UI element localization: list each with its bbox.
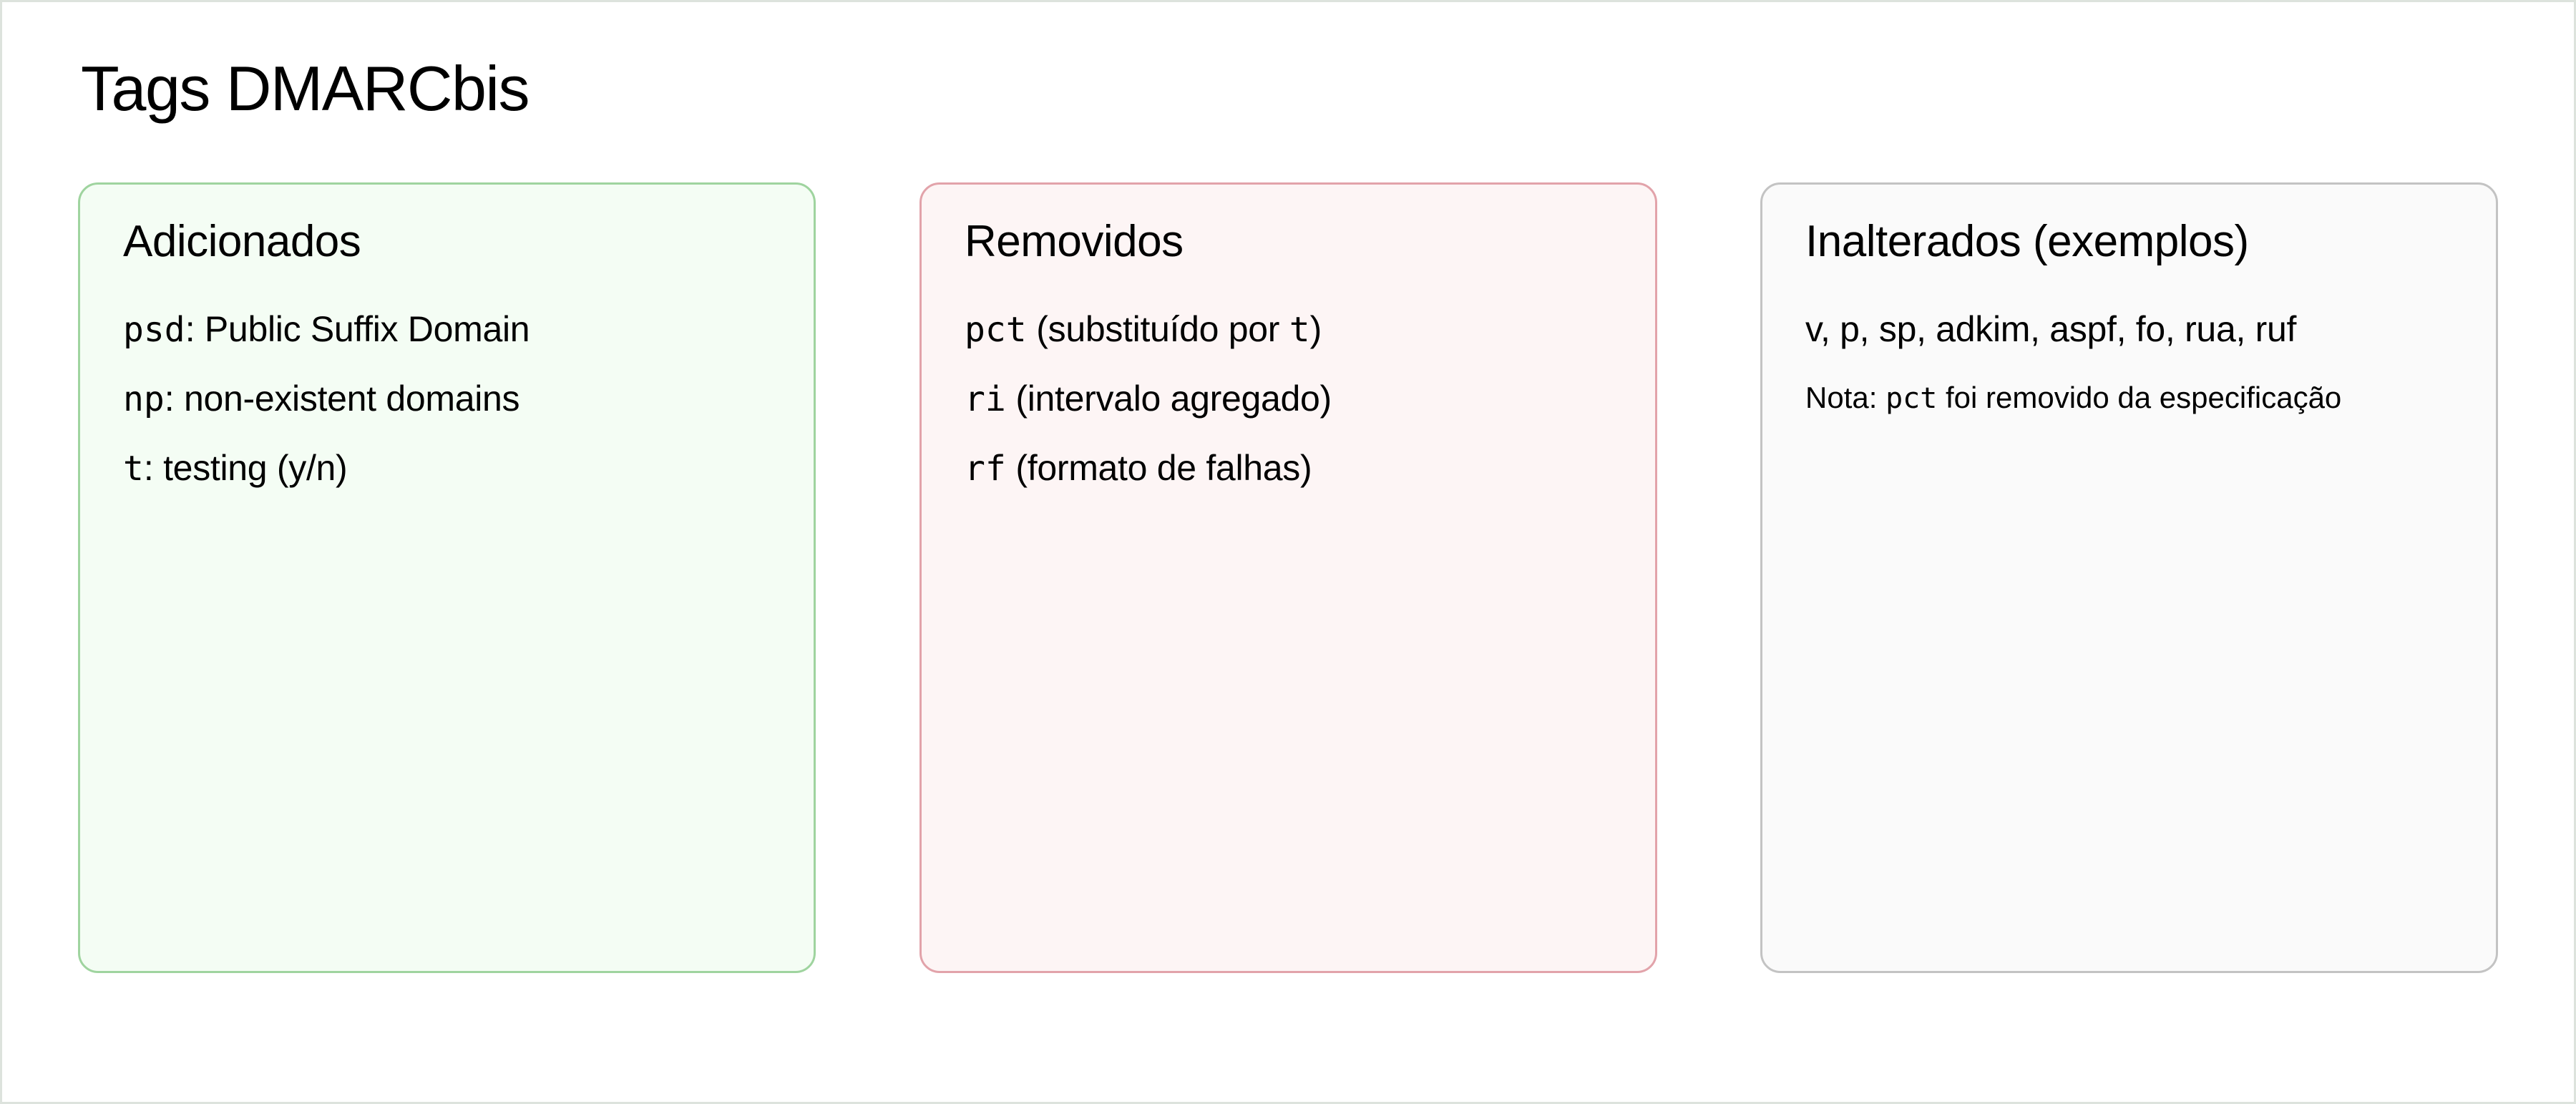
tag-description: (intervalo agregado): [1005, 378, 1332, 419]
removed-tag-item: ri (intervalo agregado): [965, 364, 1655, 434]
tag-description: (formato de falhas): [1005, 448, 1312, 488]
unchanged-tag-list: v, p, sp, adkim, aspf, fo, rua, ruf: [1805, 309, 2297, 349]
note-code: pct: [1885, 382, 1938, 415]
note-prefix: Nota:: [1805, 381, 1886, 414]
tag-description: : non-existent domains: [164, 378, 520, 419]
tag-code: t: [123, 449, 144, 489]
tag-code: psd: [123, 310, 185, 350]
tag-code: rf: [965, 449, 1006, 489]
tag-description: : Public Suffix Domain: [185, 309, 530, 349]
unchanged-card-title: Inalterados (exemplos): [1805, 217, 2249, 266]
removed-tag-item: pct (substituído por t): [965, 295, 1655, 364]
added-tag-item: psd: Public Suffix Domain: [123, 295, 814, 364]
tag-description: : testing (y/n): [143, 448, 348, 488]
tag-code: ri: [965, 379, 1006, 419]
removed-tags-card: Removidos pct (substituído por t) ri (in…: [919, 182, 1657, 973]
tag-code: pct: [965, 310, 1027, 350]
page-title: Tags DMARCbis: [81, 53, 530, 124]
added-tag-item: np: non-existent domains: [123, 364, 814, 434]
removed-tag-item: rf (formato de falhas): [965, 434, 1655, 503]
tag-description-end: ): [1309, 309, 1322, 349]
replacement-tag-code: t: [1289, 310, 1310, 350]
removed-card-title: Removidos: [965, 217, 1184, 266]
note-suffix: foi removido da especificação: [1937, 381, 2342, 414]
added-card-title: Adicionados: [123, 217, 361, 266]
tag-description: (substituído por: [1026, 309, 1289, 349]
unchanged-tags-card: Inalterados (exemplos) v, p, sp, adkim, …: [1760, 182, 2498, 973]
unchanged-note: Nota: pct foi removido da especificação: [1805, 363, 2496, 433]
added-tag-item: t: testing (y/n): [123, 434, 814, 503]
added-tags-card: Adicionados psd: Public Suffix Domain np…: [78, 182, 816, 973]
tag-code: np: [123, 379, 165, 419]
